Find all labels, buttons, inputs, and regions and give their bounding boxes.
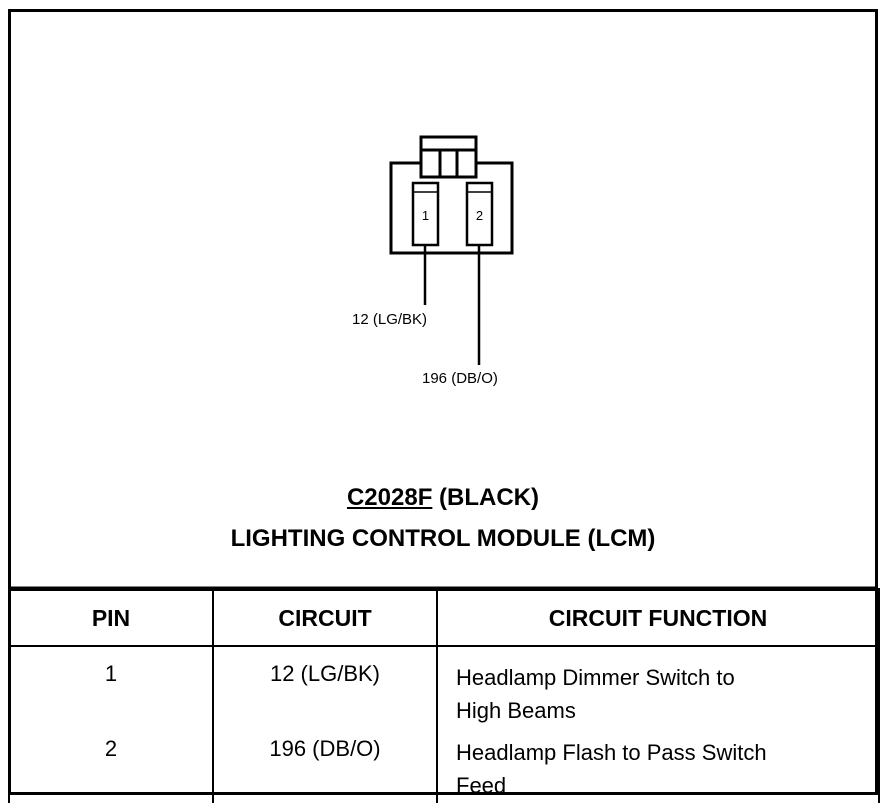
cell-function: Headlamp Dimmer Switch to High Beams bbox=[436, 646, 880, 728]
connector-color: (BLACK) bbox=[439, 484, 540, 511]
function-line: Feed bbox=[456, 773, 507, 798]
header-pin: PIN bbox=[8, 588, 214, 647]
connector-title: C2028F (BLACK) bbox=[8, 484, 878, 512]
function-line: Headlamp Flash to Pass Switch bbox=[456, 740, 767, 765]
wire-label-1: 12 (LG/BK) bbox=[352, 311, 428, 328]
terminal-1-number: 1 bbox=[422, 208, 429, 223]
header-circuit: CIRCUIT bbox=[212, 588, 438, 647]
cell-pin: 2 bbox=[8, 728, 214, 803]
cell-function: Headlamp Flash to Pass Switch Feed bbox=[436, 728, 880, 803]
cell-pin: 1 bbox=[8, 646, 214, 728]
table-header-row: PIN CIRCUIT CIRCUIT FUNCTION bbox=[8, 588, 880, 647]
connector-lock-tab bbox=[419, 135, 478, 179]
header-circuit-function: CIRCUIT FUNCTION bbox=[436, 588, 880, 647]
table-row: 1 12 (LG/BK) Headlamp Dimmer Switch to H… bbox=[8, 646, 880, 728]
connector-diagram: 1 2 bbox=[8, 135, 878, 590]
cell-circuit: 12 (LG/BK) bbox=[212, 646, 438, 728]
table-row: 2 196 (DB/O) Headlamp Flash to Pass Swit… bbox=[8, 728, 880, 803]
connector-code: C2028F bbox=[346, 484, 433, 511]
pin-table: PIN CIRCUIT CIRCUIT FUNCTION 1 12 (LG/BK… bbox=[8, 588, 880, 803]
function-line: High Beams bbox=[456, 698, 576, 723]
module-name: LIGHTING CONTROL MODULE (LCM) bbox=[230, 525, 656, 552]
connector-body bbox=[389, 161, 514, 255]
cell-circuit: 196 (DB/O) bbox=[212, 728, 438, 803]
function-line: Headlamp Dimmer Switch to bbox=[456, 665, 735, 690]
wire-label-2: 196 (DB/O) bbox=[422, 370, 498, 387]
terminal-2-number: 2 bbox=[476, 208, 483, 223]
